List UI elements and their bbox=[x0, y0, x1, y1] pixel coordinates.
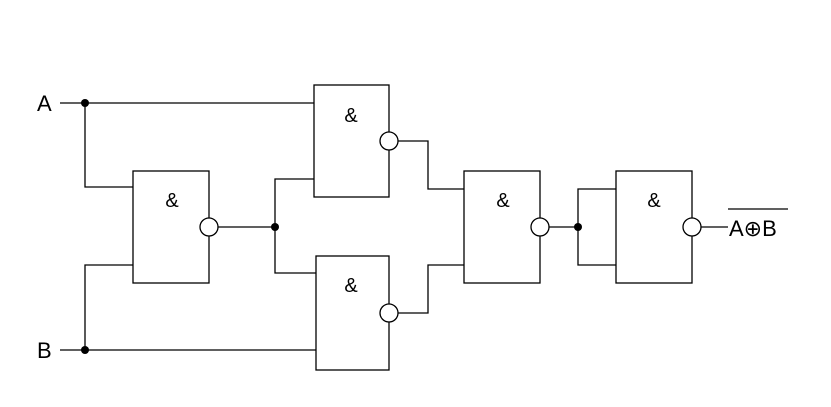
gate-symbol: & bbox=[344, 275, 358, 297]
nand-gate-3: & bbox=[315, 255, 399, 371]
gate-symbol: & bbox=[344, 105, 358, 127]
wire-gate3-to-gate4 bbox=[398, 264, 464, 314]
wire-b-to-gate1 bbox=[84, 264, 133, 350]
wire-gate5-in-bottom bbox=[577, 227, 616, 266]
wire-a-to-gate1 bbox=[84, 103, 133, 188]
junction-dot-mid bbox=[271, 223, 279, 231]
gate-body bbox=[313, 84, 390, 198]
junctions bbox=[81, 99, 582, 354]
wires bbox=[60, 102, 728, 351]
inversion-bubble bbox=[682, 217, 702, 237]
gate-symbol: & bbox=[165, 190, 179, 212]
output-label: A⊕B bbox=[728, 208, 788, 241]
junction-dot-b bbox=[81, 346, 89, 354]
nand-gate-1: & bbox=[132, 170, 219, 284]
inversion-bubble bbox=[530, 217, 550, 237]
nand-gate-5: & bbox=[615, 170, 702, 284]
inversion-bubble bbox=[199, 217, 219, 237]
junction-dot-out bbox=[574, 223, 582, 231]
gate-body bbox=[463, 170, 541, 284]
input-label-a: A bbox=[37, 91, 52, 116]
gate-symbol: & bbox=[647, 190, 661, 212]
input-label-b: B bbox=[37, 338, 52, 363]
wire-junction-to-gate2 bbox=[274, 178, 314, 227]
gate-body bbox=[315, 255, 390, 371]
inversion-bubble bbox=[379, 131, 399, 151]
gate-body bbox=[132, 170, 210, 284]
wire-gate5-in-top bbox=[577, 188, 616, 227]
gate-symbol: & bbox=[496, 190, 510, 212]
wire-gate2-to-gate4 bbox=[398, 140, 464, 190]
gate-body bbox=[615, 170, 693, 284]
output-label-text: A⊕B bbox=[729, 216, 777, 241]
nand-gate-4: & bbox=[463, 170, 550, 284]
wire-junction-to-gate3 bbox=[274, 227, 316, 274]
junction-dot-a bbox=[81, 99, 89, 107]
nand-gate-2: & bbox=[313, 84, 399, 198]
inversion-bubble bbox=[379, 303, 399, 323]
